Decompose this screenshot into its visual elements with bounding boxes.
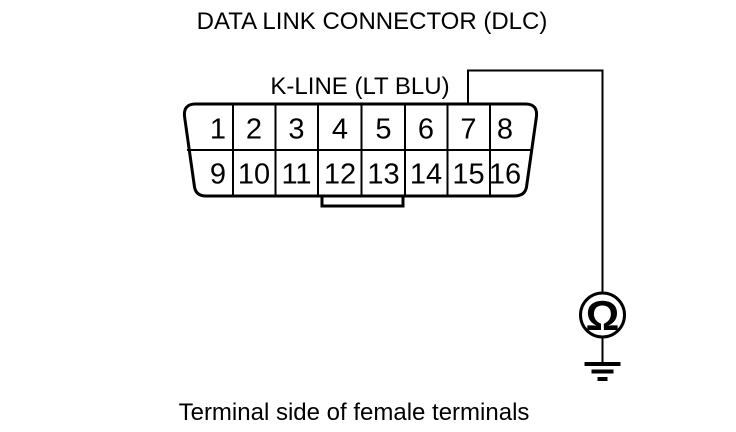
pin-label-16: 16: [489, 159, 521, 191]
pin-label-9: 9: [210, 159, 226, 191]
diagram-title: DATA LINK CONNECTOR (DLC): [197, 8, 548, 35]
diagram-caption: Terminal side of female terminals: [179, 399, 530, 426]
pin-label-5: 5: [375, 114, 391, 146]
pin-label-15: 15: [452, 159, 484, 191]
pin-label-4: 4: [332, 114, 348, 146]
pin-label-14: 14: [410, 159, 442, 191]
pin-label-2: 2: [246, 114, 262, 146]
dlc-connector: 1 2 3 4 5 6 7 8 9 10 11 12 13 14 15 16: [182, 102, 539, 208]
k-line-wire-label: K-LINE (LT BLU): [270, 73, 449, 100]
ohm-symbol: Ω: [586, 292, 620, 339]
ohmmeter-icon: Ω: [579, 291, 626, 339]
pin-label-12: 12: [324, 159, 356, 191]
pin-label-10: 10: [238, 159, 270, 191]
connector-notch: [320, 195, 405, 208]
pin-label-1: 1: [210, 114, 226, 146]
ground-icon: [584, 362, 621, 381]
pin-label-8: 8: [497, 114, 513, 146]
pin-numbers-top: 1 2 3 4 5 6 7 8: [210, 114, 513, 146]
k-line-wire: [467, 69, 604, 292]
pin-label-6: 6: [418, 114, 434, 146]
pin-label-11: 11: [281, 159, 311, 191]
connector-grid: [187, 104, 533, 196]
pin-label-13: 13: [367, 159, 399, 191]
pin-label-7: 7: [460, 114, 476, 146]
pin-numbers-bottom: 9 10 11 12 13 14 15 16: [210, 159, 521, 191]
pin-label-3: 3: [288, 114, 304, 146]
